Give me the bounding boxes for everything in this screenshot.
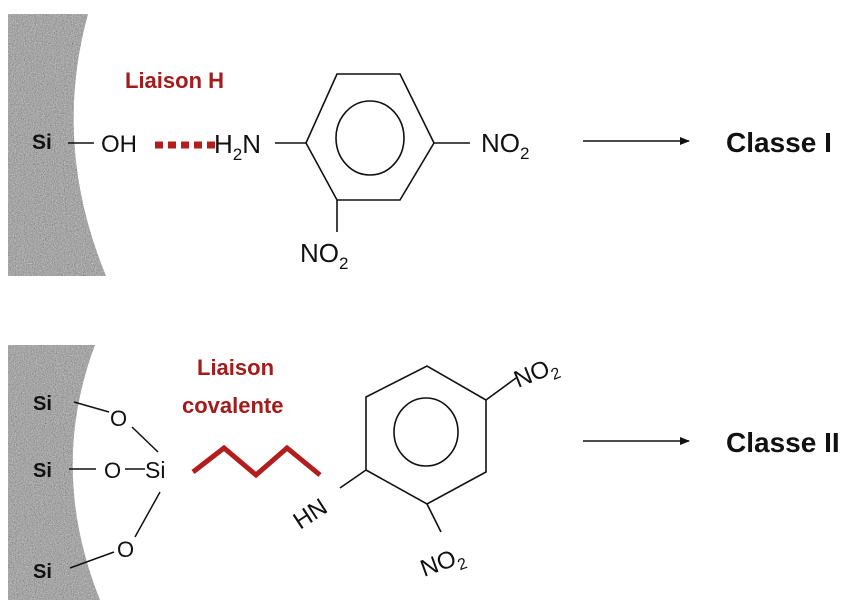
surface-si-label: Si xyxy=(32,131,52,154)
siloxane-bonds xyxy=(69,401,161,569)
ortho-nitro-bond-2 xyxy=(426,503,442,533)
class-2-label: Classe II xyxy=(726,427,840,458)
surface-si-bot: Si xyxy=(33,561,52,583)
para-nitro-label: NO2 xyxy=(481,128,529,163)
para-nitro-bond-2 xyxy=(485,377,517,401)
surface-si-mid: Si xyxy=(33,460,52,482)
silica-surface-bottom xyxy=(8,345,100,600)
ortho-nitro-label: NO2 xyxy=(300,238,348,273)
amine-ring-bond-2 xyxy=(339,469,367,489)
covalent-bond-label-1: Liaison xyxy=(197,355,274,380)
hydroxyl-label: OH xyxy=(101,131,137,158)
propyl-linker xyxy=(191,444,322,479)
covalent-bond-label-2: covalente xyxy=(182,393,284,418)
oxygen-top: O xyxy=(110,406,127,431)
oxygen-bot: O xyxy=(117,537,134,562)
ortho-nitro-label-2: NO2 xyxy=(417,542,470,587)
class-1-label: Classe I xyxy=(726,127,832,158)
hydrogen-bond-label: Liaison H xyxy=(125,68,224,93)
benzene-ring-bottom xyxy=(365,365,487,505)
surface-si-top: Si xyxy=(33,393,52,415)
benzene-ring-top xyxy=(305,73,435,201)
secondary-amine-label: HN xyxy=(289,494,333,536)
silane-si: Si xyxy=(145,457,165,483)
oxygen-mid: O xyxy=(104,458,121,483)
para-nitro-label-2: NO2 xyxy=(510,352,563,398)
amine-label: H2N xyxy=(214,129,261,164)
